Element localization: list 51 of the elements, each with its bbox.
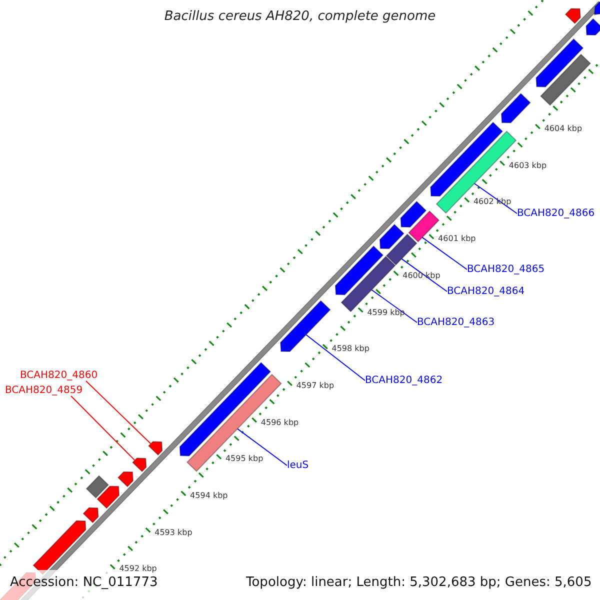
scale-label: 4603 kbp xyxy=(508,160,547,170)
scale-label: 4601 kbp xyxy=(438,234,476,244)
scale-label: 4593 kbp xyxy=(154,528,192,537)
gene-label: BCAH820_4860 xyxy=(20,370,98,381)
gene-block xyxy=(594,0,600,16)
gene-block xyxy=(400,200,427,228)
gene-block xyxy=(586,18,600,36)
leader-line xyxy=(474,182,518,214)
gene-block xyxy=(280,300,331,352)
gene-block xyxy=(430,122,504,197)
gene-block xyxy=(117,471,134,488)
scale-label: 4604 kbp xyxy=(544,124,582,134)
gene-block xyxy=(96,486,120,509)
scale-label: 4594 kbp xyxy=(190,490,228,500)
gene-label: BCAH820_4862 xyxy=(365,375,443,386)
scale-label: 4596 kbp xyxy=(260,418,299,427)
scale-label: 4595 kbp xyxy=(225,454,264,464)
scale-label: 4597 kbp xyxy=(296,380,334,390)
leader-line xyxy=(70,396,136,461)
gene-block xyxy=(536,38,584,88)
leader-line xyxy=(422,236,468,270)
gene-block xyxy=(500,92,531,124)
leader-line xyxy=(86,380,152,444)
title: Bacillus cereus AH820, complete genome xyxy=(163,9,437,24)
gene-label: BCAH820_4859 xyxy=(5,385,83,396)
gene-block xyxy=(82,507,99,524)
gene-block xyxy=(132,458,147,472)
gene-bar xyxy=(540,54,592,106)
gene-label: leuS xyxy=(287,460,309,471)
leader-line xyxy=(306,334,366,381)
scale-label: 4592 kbp xyxy=(119,564,157,574)
leader-line xyxy=(401,258,448,292)
gene-block xyxy=(564,8,581,24)
gene-bar xyxy=(86,475,110,498)
leader-line xyxy=(371,289,418,323)
gene-label: BCAH820_4865 xyxy=(467,264,545,275)
scale-label: 4599 kbp xyxy=(367,308,405,316)
leader-line xyxy=(237,428,288,466)
gene-label: BCAH820_4866 xyxy=(517,208,595,219)
gene-block xyxy=(148,441,163,456)
gene-bar xyxy=(186,374,282,472)
gene-block xyxy=(379,224,404,250)
scale-label: 4600 kbp xyxy=(402,270,440,280)
gene-bar xyxy=(408,210,440,242)
accession-text: Accession: NC_011773 xyxy=(10,575,158,590)
gene-block xyxy=(334,245,384,296)
genome-summary-text: Topology: linear; Length: 5,302,683 bp; Genes: 5,605 xyxy=(246,575,592,590)
scale-label: 4598 kbp xyxy=(332,344,370,354)
gene-label: BCAH820_4863 xyxy=(417,317,495,328)
gene-label: BCAH820_4864 xyxy=(447,286,525,297)
gene-bar xyxy=(386,234,418,266)
